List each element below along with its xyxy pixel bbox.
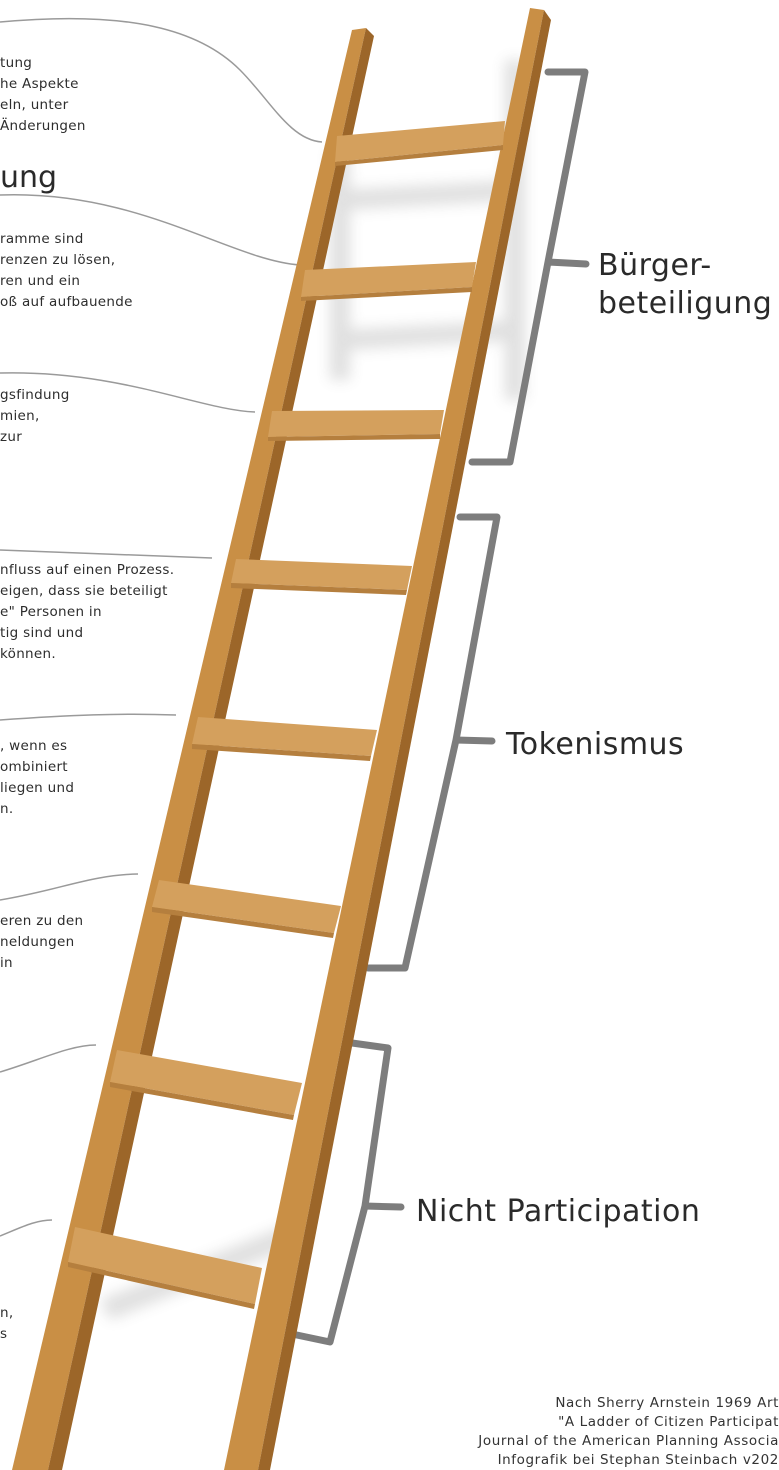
ladder-rung-7 <box>110 1050 302 1120</box>
description-line: zur <box>0 429 23 445</box>
brackets <box>288 68 590 1346</box>
group-label-nicht-participation: Nicht Participation <box>416 1193 700 1231</box>
leader-line-2 <box>0 194 301 266</box>
group-label-line: Bürger- <box>598 248 712 283</box>
section-heading-fragment: ung <box>0 160 58 195</box>
description-rung-6: eren zu den neldungen in <box>0 911 83 974</box>
description-rung-8: n, s <box>0 1303 13 1345</box>
description-line: e" Personen in <box>0 604 102 620</box>
description-line: tig sind und <box>0 625 84 641</box>
leader-line-6 <box>0 873 139 901</box>
credit-line: Infografik bei Stephan Steinbach v202 <box>497 1452 779 1468</box>
ladder-rung-1 <box>335 121 505 166</box>
description-rung-4: nfluss auf einen Prozess. eigen, dass si… <box>0 560 174 665</box>
ladder-rung-2 <box>301 262 476 301</box>
leader-line-4 <box>0 549 213 559</box>
description-line: eigen, dass sie beteiligt <box>0 583 168 599</box>
description-line: ren und ein <box>0 273 81 289</box>
ladder-rail-right-edge <box>258 10 551 1470</box>
source-credit: Nach Sherry Arnstein 1969 Art "A Ladder … <box>478 1394 779 1470</box>
description-rung-3: gsfindung mien, zur <box>0 385 70 448</box>
description-rung-2: ramme sind renzen zu lösen, ren und ein … <box>0 229 133 313</box>
description-line: n, <box>0 1305 14 1321</box>
leader-line-8 <box>0 1219 53 1237</box>
ladder-rung-4 <box>231 559 412 595</box>
credit-line: Nach Sherry Arnstein 1969 Art <box>555 1395 779 1411</box>
description-rung-5: , wenn es ombiniert liegen und n. <box>0 736 74 820</box>
group-label-line: Nicht Participation <box>416 1194 701 1229</box>
leader-line-1 <box>0 17 323 143</box>
ladder <box>12 8 551 1470</box>
group-label-line: beteiligung <box>598 286 773 321</box>
bracket-tokenismus <box>364 513 501 972</box>
description-line: he Aspekte <box>0 76 79 92</box>
group-label-line: Tokenismus <box>506 727 685 762</box>
ladder-rung-5 <box>192 717 377 761</box>
ladder-rail-right <box>224 8 544 1470</box>
ladder-rungs <box>68 121 505 1309</box>
credit-line: "A Ladder of Citizen Participat <box>558 1414 779 1430</box>
description-line: eren zu den <box>0 913 84 929</box>
description-line: nfluss auf einen Prozess. <box>0 562 175 578</box>
description-line: oß auf aufbauende <box>0 294 133 310</box>
bracket-nicht-participation <box>288 1039 405 1346</box>
description-line: neldungen <box>0 934 75 950</box>
description-line: n. <box>0 801 14 817</box>
description-line: gsfindung <box>0 387 70 403</box>
group-label-buergerbeteiligung: Bürger- beteiligung <box>598 247 772 323</box>
ladder-rung-6 <box>152 880 341 938</box>
credit-line: Journal of the American Planning Associa <box>478 1433 779 1449</box>
description-line: renzen zu lösen, <box>0 252 116 268</box>
description-line: ramme sind <box>0 231 84 247</box>
leader-lines <box>0 17 323 1237</box>
description-line: mien, <box>0 408 40 424</box>
description-line: liegen und <box>0 780 75 796</box>
description-line: in <box>0 955 13 971</box>
description-line: s <box>0 1326 8 1342</box>
description-line: , wenn es <box>0 738 68 754</box>
ladder-rung-8 <box>68 1227 262 1309</box>
description-line: können. <box>0 646 56 662</box>
description-line: Änderungen <box>0 118 86 134</box>
description-rung-1: tung he Aspekte eln, unter Änderungen <box>0 53 86 137</box>
leader-line-7 <box>0 1044 97 1073</box>
description-line: ombiniert <box>0 759 68 775</box>
leader-line-3 <box>0 372 256 413</box>
ladder-rail-left <box>12 28 366 1470</box>
description-line: eln, unter <box>0 97 69 113</box>
description-line: tung <box>0 55 33 71</box>
leader-line-5 <box>0 713 177 721</box>
ladder-rung-3 <box>268 410 444 441</box>
bracket-buergerbeteiligung <box>468 68 590 466</box>
group-label-tokenismus: Tokenismus <box>506 726 684 764</box>
